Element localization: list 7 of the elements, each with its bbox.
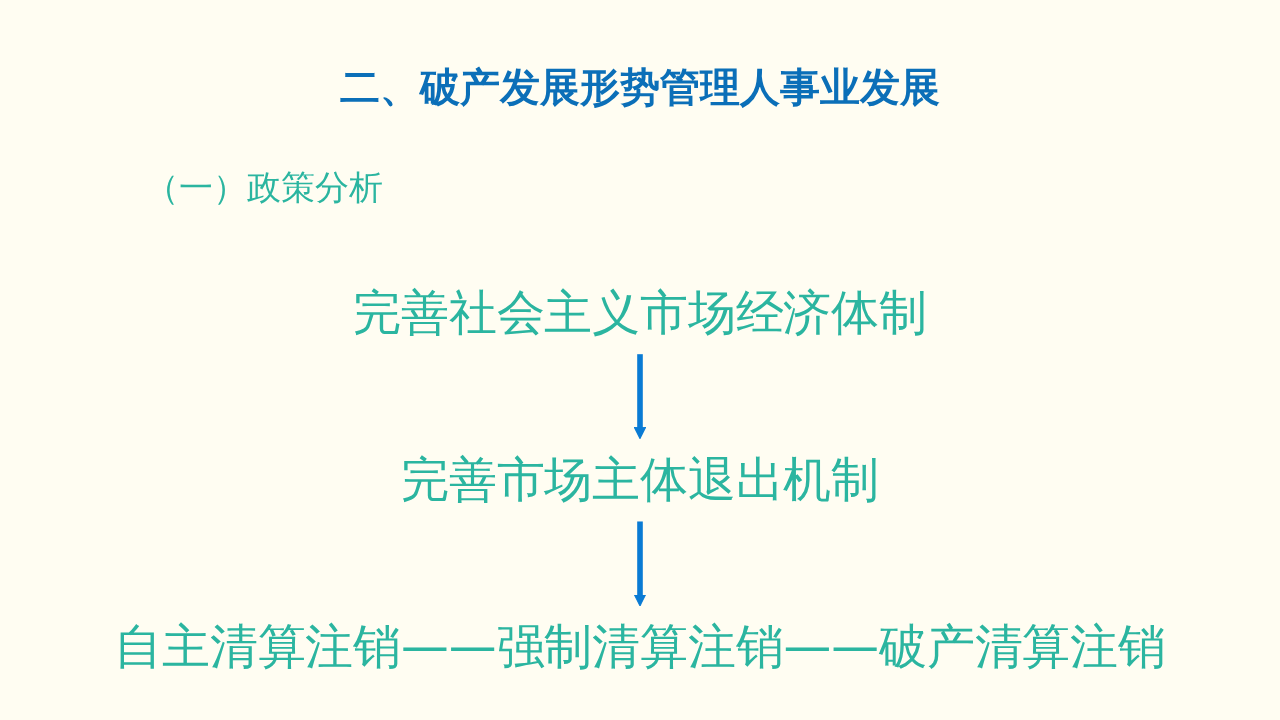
arrow <box>633 354 647 440</box>
node-text: 完善社会主义市场经济体制 <box>353 283 927 341</box>
node-text: 完善市场主体退出机制 <box>401 451 879 508</box>
arrow <box>633 521 647 607</box>
node-text: 自主清算注销——强制清算注销——破产清算注销 <box>114 618 1166 675</box>
section-heading: （一）政策分析 <box>145 166 383 209</box>
slide-title: 二、破产发展形势管理人事业发展 <box>339 63 941 112</box>
